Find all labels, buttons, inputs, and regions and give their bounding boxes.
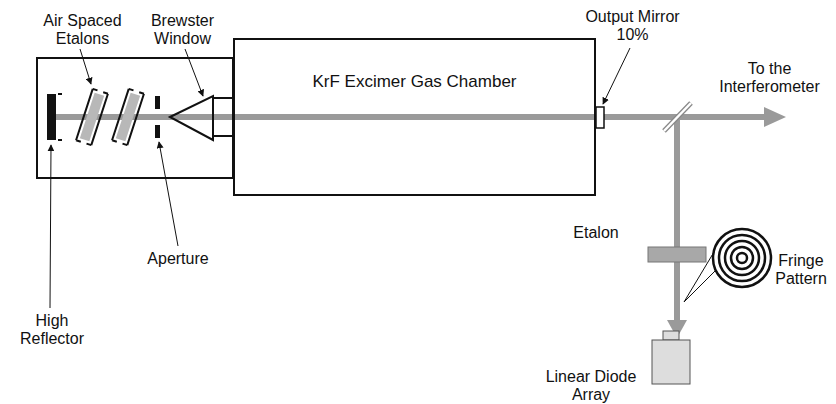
- part-label: Etalon: [560, 224, 632, 242]
- etalon-plate: [112, 89, 144, 145]
- part-label: Fringe Pattern: [770, 252, 832, 288]
- fringe-leader: [684, 252, 716, 302]
- part-label: Brewster Window: [140, 12, 225, 48]
- diode-array-cap: [663, 331, 679, 340]
- beam-splitter: [664, 103, 691, 131]
- etalon: [648, 247, 706, 262]
- part-label: Output Mirror 10%: [575, 8, 690, 44]
- reflector-mount: [58, 94, 62, 140]
- chamber-label: KrF Excimer Gas Chamber: [235, 72, 594, 92]
- etalon-plate: [76, 89, 108, 145]
- brewster-prism: [170, 96, 213, 140]
- laser-beam: [56, 114, 768, 120]
- part-label: High Reflector: [12, 312, 92, 348]
- linear-diode-array: [652, 340, 690, 384]
- beam-splitter: [664, 103, 691, 131]
- sample-beam: [674, 120, 680, 322]
- aperture-blade: [155, 96, 160, 109]
- aperture-blade: [155, 125, 160, 138]
- part-label: Air Spaced Etalons: [35, 12, 130, 48]
- brewster-window: [213, 98, 233, 136]
- high-reflector: [47, 94, 56, 140]
- part-label: To the Interferometer: [712, 60, 827, 96]
- beam-arrowhead: [764, 107, 786, 127]
- part-label: Linear Diode Array: [536, 368, 646, 404]
- leader-lines: [50, 48, 630, 308]
- part-label: Aperture: [138, 250, 218, 268]
- output-mirror: [596, 107, 604, 128]
- fringe-rings: [713, 229, 771, 287]
- gas-chamber-box: KrF Excimer Gas Chamber: [233, 38, 596, 196]
